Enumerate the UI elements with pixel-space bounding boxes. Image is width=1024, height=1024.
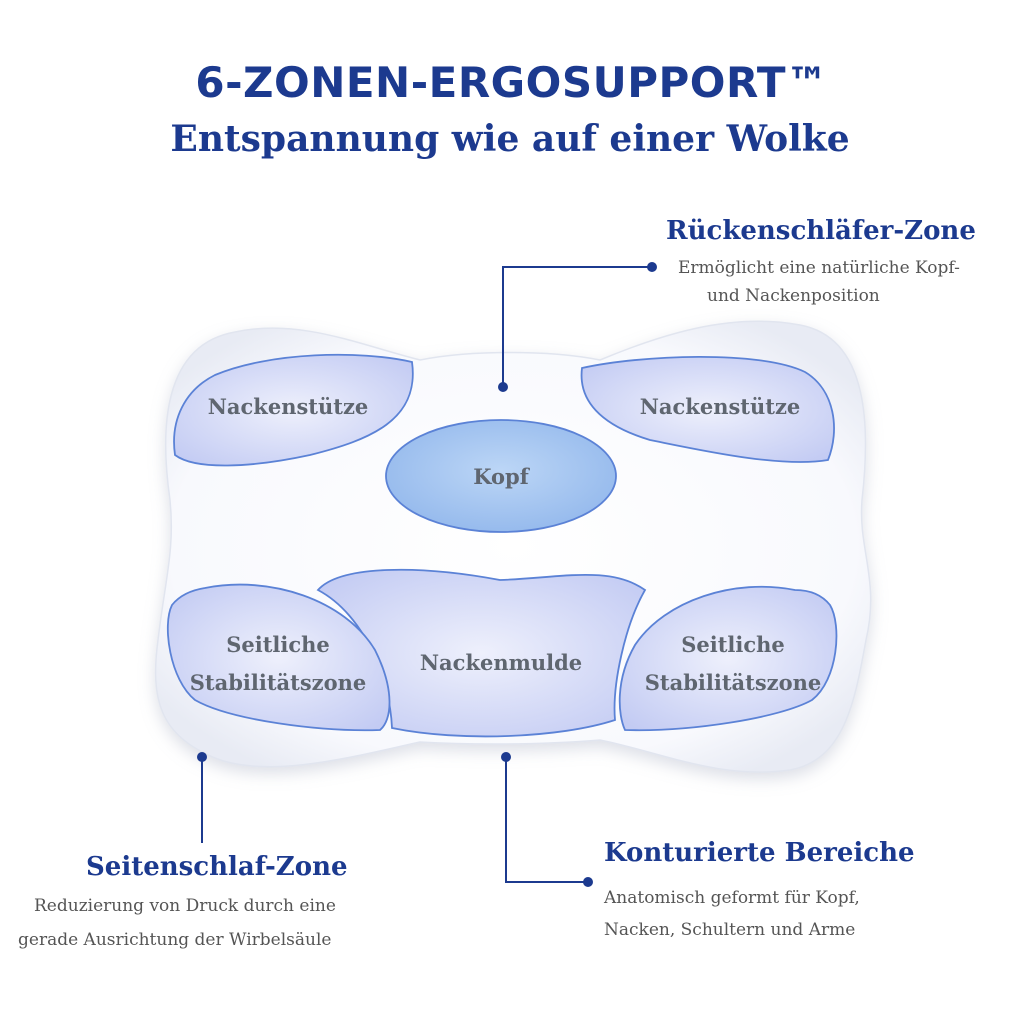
label-side-stability-left-line1: Seitliche [226,632,330,657]
callout-side-sleeper-desc-2: gerade Ausrichtung der Wirbelsäule [18,930,332,950]
zone-neck-support-left [173,353,414,467]
leader-back-sleeper [498,262,657,392]
callout-contoured-desc-2: Nacken, Schultern und Arme [604,920,856,940]
callout-back-sleeper-desc-1: Ermöglicht eine natürliche Kopf- [678,258,960,278]
page-title: 6-ZONEN-ERGOSUPPORT™ [195,58,829,107]
callout-contoured-title: Konturierte Bereiche [604,838,915,868]
label-side-stability-right-line1: Seitliche [681,632,785,657]
callout-back-sleeper-desc-2: und Nackenposition [707,286,880,306]
zone-side-stability-right [618,585,838,732]
callout-side-sleeper-title: Seitenschlaf-Zone [86,852,348,882]
page-subtitle: Entspannung wie auf einer Wolke [170,118,850,160]
label-side-stability-right-line2: Stabilitätszone [645,670,821,695]
zone-head [385,419,617,533]
label-head: Kopf [473,464,530,489]
label-neck-support-left: Nackenstütze [208,394,369,419]
callout-side-sleeper-desc-1: Reduzierung von Druck durch eine [34,896,336,916]
label-neck-hollow: Nackenmulde [420,650,582,675]
zone-neck-support-right [580,355,835,463]
callout-back-sleeper-title: Rückenschläfer-Zone [666,216,976,246]
leader-side-sleeper [197,752,207,843]
label-side-stability-left-line2: Stabilitätszone [190,670,366,695]
leader-contoured [501,752,593,887]
zone-side-stability-left [166,583,391,732]
label-neck-support-right: Nackenstütze [640,394,801,419]
callout-contoured-desc-1: Anatomisch geformt für Kopf, [604,888,860,908]
